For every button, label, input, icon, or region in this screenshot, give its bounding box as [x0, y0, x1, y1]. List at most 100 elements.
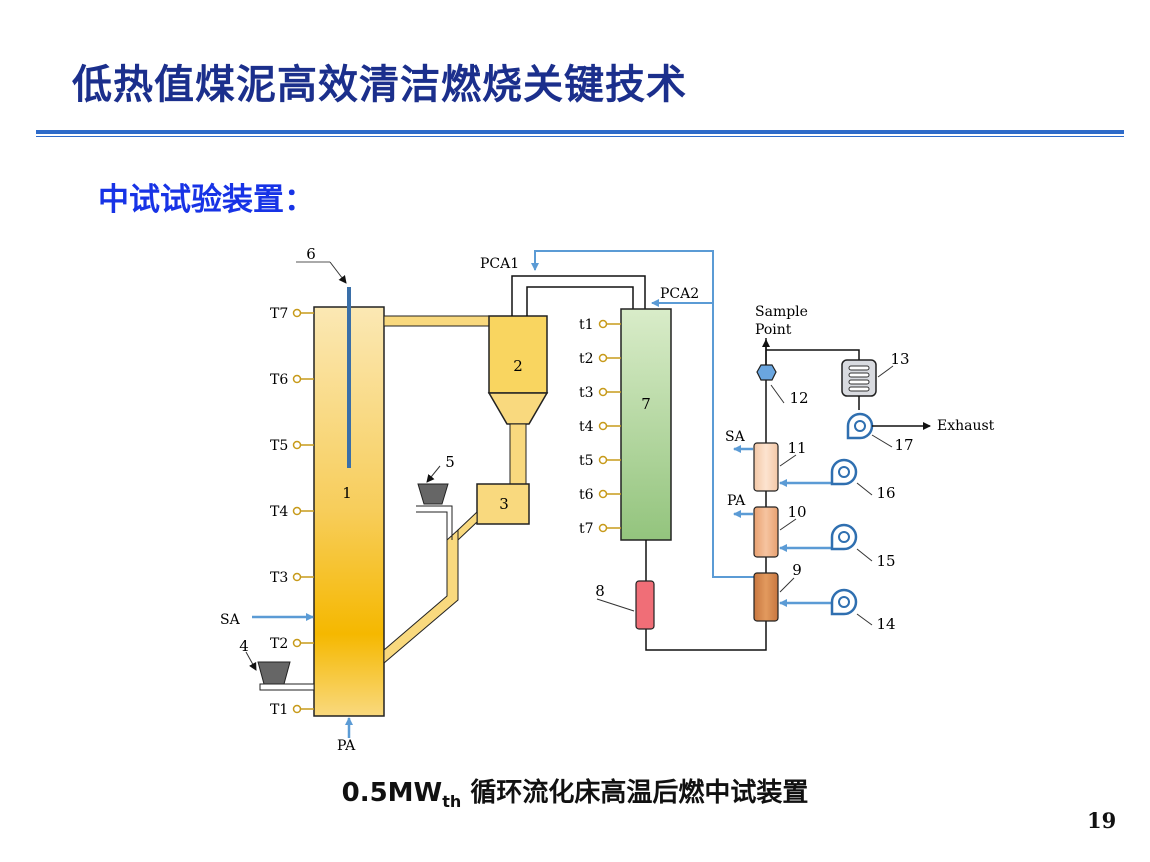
- fan-15-icon: [830, 523, 858, 551]
- riser-number: 1: [342, 484, 352, 502]
- probe-number: 6: [306, 245, 316, 263]
- fan-15-leader: [856, 548, 873, 562]
- preheater-11-sa-label: SA: [725, 429, 746, 445]
- pa-inlet-label: PA: [337, 738, 356, 754]
- thermocouple-icon: [598, 421, 608, 431]
- thermocouple-icon: [598, 455, 608, 465]
- post-combustor-number: 7: [641, 395, 651, 413]
- preheater-10-pa-label: PA: [727, 493, 746, 509]
- fan-14-icon: [830, 588, 858, 616]
- cooler-13-number: 13: [890, 350, 909, 368]
- fan-16-leader: [856, 482, 873, 496]
- coal-feeder-number-5: 5: [445, 453, 455, 471]
- coal-feeder-hopper-4: [257, 661, 291, 685]
- thermocouple-icon: [598, 353, 608, 363]
- cyclone-number: 2: [513, 357, 523, 375]
- coal-feeder-leader-4: [245, 651, 257, 671]
- coal-feeder-chute-5: [416, 505, 453, 540]
- filter-12-number: 12: [789, 389, 808, 407]
- preheater-11-leader: [779, 454, 797, 467]
- fan-15-number: 15: [876, 552, 895, 570]
- loop-seal-number: 3: [499, 495, 509, 513]
- coal-feeder-screw-4: [259, 683, 315, 691]
- thermocouple-label-T7: T7: [270, 306, 288, 322]
- flue-duct-inner: [526, 286, 634, 316]
- fan-17-leader: [871, 434, 893, 448]
- thermocouple-icon: [292, 374, 302, 384]
- thermocouple-label-t7: t7: [579, 521, 594, 537]
- cooler-13-fin: [848, 372, 870, 378]
- thermocouple-icon: [598, 319, 608, 329]
- thermocouple-label-T6: T6: [270, 372, 288, 388]
- cooler-13-fin: [848, 379, 870, 385]
- filter-12: [756, 364, 777, 381]
- slide-title: 低热值煤泥高效清洁燃烧关键技术: [72, 62, 687, 108]
- preheater-9: [753, 572, 779, 622]
- return-leg: [383, 528, 459, 665]
- fan-17-icon: [846, 412, 874, 440]
- thermocouple-icon: [292, 572, 302, 582]
- preheater-10-leader: [779, 518, 797, 531]
- thermocouple-label-t4: t4: [579, 419, 594, 435]
- caption-rest: 循环流化床高温后燃中试装置: [461, 778, 809, 808]
- thermocouple-icon: [598, 489, 608, 499]
- coal-feeder-hopper-5: [417, 483, 449, 505]
- page-number: 19: [1087, 808, 1117, 833]
- flue-duct-outer: [511, 275, 646, 316]
- preheater-11: [753, 442, 779, 492]
- pca2-label: PCA2: [660, 286, 699, 302]
- preheater-9-number: 9: [792, 561, 802, 579]
- thermocouple-label-t6: t6: [579, 487, 594, 503]
- preheater-10-number: 10: [787, 503, 806, 521]
- figure-caption: 0.5MWth 循环流化床高温后燃中试装置: [0, 772, 1150, 811]
- preheater-9-leader: [779, 577, 795, 593]
- thermocouple-icon: [598, 523, 608, 533]
- coal-feeder-chute-5b: [416, 511, 448, 540]
- flue-pipe: [645, 540, 767, 651]
- exhaust-label: Exhaust: [937, 418, 995, 434]
- thermocouple-icon: [292, 638, 302, 648]
- riser-cyclone-duct: [383, 315, 491, 327]
- component-8-number: 8: [595, 582, 605, 600]
- title-divider-thin: [36, 136, 1124, 137]
- filter-12-leader: [770, 384, 785, 404]
- return-leg-connector: [457, 510, 478, 542]
- thermocouple-label-T5: T5: [270, 438, 288, 454]
- cyclone: [488, 315, 548, 394]
- post-combustor-thermocouples: t1 t2 t3 t4 t5 t6 t7: [579, 317, 621, 537]
- fan-14-leader: [856, 613, 873, 626]
- pca-air-line: [531, 250, 754, 578]
- caption-subscript: th: [442, 792, 462, 812]
- thermocouple-icon: [598, 387, 608, 397]
- post-combustor: [620, 308, 672, 541]
- cooler-13-leader: [877, 365, 894, 378]
- thermocouple-label-T4: T4: [270, 504, 288, 520]
- riser-thermocouples: T7 T6 T5 T4 T3 T2 T1: [270, 306, 314, 718]
- fan-17-number: 17: [894, 436, 913, 454]
- sa-inlet-label: SA: [220, 612, 241, 628]
- pca1-label: PCA1: [480, 256, 519, 272]
- fan-16-icon: [830, 458, 858, 486]
- thermocouple-label-T1: T1: [270, 702, 288, 718]
- section-subtitle: 中试试验装置：: [98, 182, 315, 218]
- component-8: [635, 580, 655, 630]
- thermocouple-icon: [292, 440, 302, 450]
- standpipe: [509, 423, 527, 485]
- thermocouple-label-t3: t3: [579, 385, 594, 401]
- loop-seal: [476, 483, 530, 525]
- thermocouple-label-t2: t2: [579, 351, 594, 367]
- component-8-leader: [596, 598, 635, 612]
- thermocouple-icon: [292, 704, 302, 714]
- preheater-10: [753, 506, 779, 558]
- preheater-11-number: 11: [787, 439, 806, 457]
- sample-point-label-1: Sample: [755, 304, 808, 320]
- cooler-pipe: [766, 349, 860, 360]
- fan-14-number: 14: [876, 615, 895, 633]
- sample-point-label-2: Point: [755, 322, 792, 338]
- coal-feeder-leader-5: [426, 465, 441, 483]
- thermocouple-label-T3: T3: [270, 570, 288, 586]
- title-divider: [36, 130, 1124, 134]
- cooler-13-fin: [848, 365, 870, 371]
- coal-feeder-number-4: 4: [239, 637, 249, 655]
